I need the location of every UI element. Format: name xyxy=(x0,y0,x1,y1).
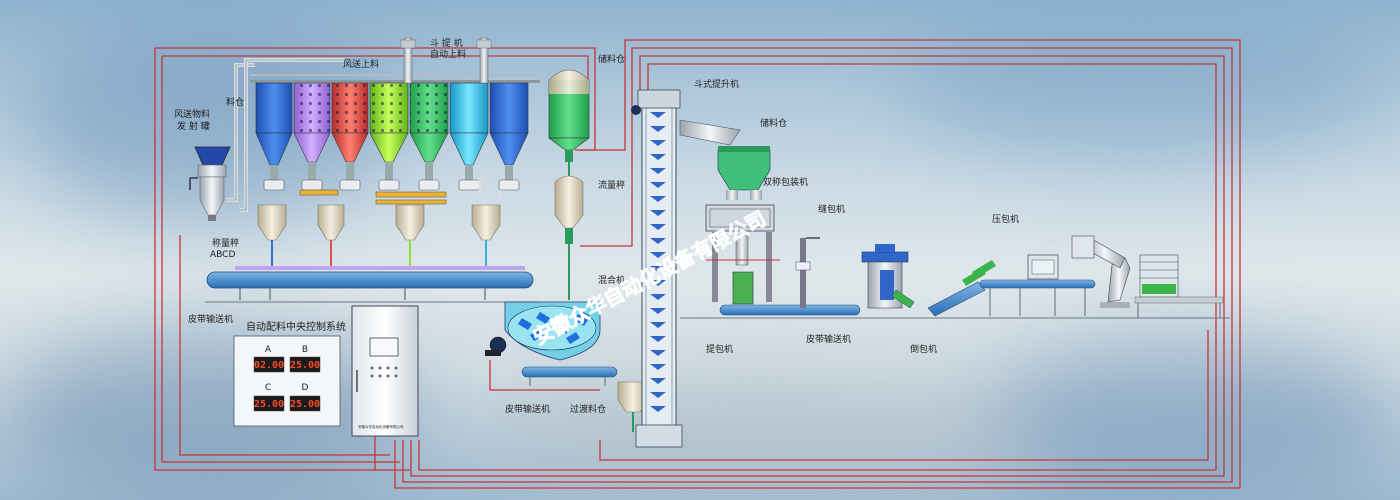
mini-elevators xyxy=(400,37,492,84)
flip-machine xyxy=(861,244,915,309)
discharge-lines xyxy=(271,240,487,268)
pallet-stack xyxy=(1134,254,1224,318)
bucket-elevator xyxy=(631,89,741,448)
scale-key-b: B xyxy=(302,345,308,355)
silo-red xyxy=(331,82,369,182)
elevator-bucket xyxy=(650,140,666,146)
elevator-bucket xyxy=(650,364,666,370)
elevator-bucket xyxy=(650,294,666,300)
elevator-bucket xyxy=(650,392,666,398)
screw-feeders xyxy=(299,189,447,205)
scale-key-c: C xyxy=(265,383,271,393)
elevator-bucket xyxy=(650,196,666,202)
scale-display-panel: A B C D 02.00 25.00 25.00 25.00 xyxy=(233,335,341,427)
elevator-bucket xyxy=(650,154,666,160)
label-bucket-elevator: 斗式提升机 xyxy=(694,78,739,90)
elevator-bucket xyxy=(650,280,666,286)
control-cabinet xyxy=(351,305,419,437)
silo-purple xyxy=(293,82,331,182)
label-pneumatic-tank: 风送物料发 射 罐 xyxy=(174,108,210,132)
belt-conveyor-1 xyxy=(205,266,540,303)
label-control-system: 自动配料中央控制系统 xyxy=(246,320,346,333)
label-press-machine: 压包机 xyxy=(992,213,1019,225)
scale-value-c: 25.00 xyxy=(254,399,284,410)
sewing-machine xyxy=(795,237,820,308)
elevator-bucket xyxy=(650,224,666,230)
bg-blob xyxy=(0,330,420,500)
label-bucket-elevator-auto: 斗 提 机自动上料 xyxy=(430,37,466,60)
mixer xyxy=(485,301,618,386)
elevator-bucket xyxy=(650,126,666,132)
elevator-bucket xyxy=(650,378,666,384)
elevator-bucket xyxy=(650,238,666,244)
silo-row xyxy=(250,37,540,268)
storage-bin-1 xyxy=(548,69,590,180)
label-belt-conveyor-1: 皮带输送机 xyxy=(188,313,233,325)
elevator-bucket xyxy=(650,252,666,258)
silo-blue-2 xyxy=(489,82,529,183)
elevator-bucket xyxy=(650,336,666,342)
feeders xyxy=(263,179,520,191)
control-wiring xyxy=(154,39,1241,489)
label-mixer: 混合机 xyxy=(598,274,625,286)
label-sewing-machine: 缝包机 xyxy=(818,203,845,215)
elevator-bucket xyxy=(650,322,666,328)
labels: 风送物料发 射 罐 料仓 风送上料 斗 提 机自动上料 储料仓 斗式提升机 储料… xyxy=(174,37,1019,429)
robot-arm xyxy=(1071,235,1131,308)
double-scale-packer xyxy=(705,146,780,305)
label-storage-bin-1: 储料仓 xyxy=(598,53,625,65)
scale-key-a: A xyxy=(265,345,272,355)
silo-green xyxy=(369,82,409,182)
elevator-bucket xyxy=(650,168,666,174)
elevator-bucket xyxy=(650,308,666,314)
scale-value-a: 02.00 xyxy=(254,360,284,371)
label-belt-conveyor-2: 皮带输送机 xyxy=(505,403,550,415)
label-belt-conveyor-3: 皮带输送机 xyxy=(806,333,851,345)
label-flip-machine: 倒包机 xyxy=(910,343,937,355)
elevator-bucket xyxy=(650,406,666,412)
silo-blue xyxy=(255,82,293,183)
press-line xyxy=(927,254,1096,317)
belt-conveyor-3 xyxy=(680,304,1230,319)
scale-value-b: 25.00 xyxy=(290,360,320,371)
bg-blob xyxy=(980,340,1400,500)
silo-cyan xyxy=(449,82,489,183)
label-double-scale-packer: 双称包装机 xyxy=(763,176,808,188)
elevator-bucket xyxy=(650,210,666,216)
elevator-bucket xyxy=(650,112,666,118)
elevator-bucket xyxy=(650,182,666,188)
bg-blob xyxy=(900,0,1380,160)
label-cabinet-plate: 安徽众华自动化设备有限公司 xyxy=(358,424,404,429)
pneumatic-launch-tank xyxy=(189,58,345,221)
scale-key-d: D xyxy=(302,383,309,393)
silo-green-2 xyxy=(409,82,449,182)
label-lift-machine: 提包机 xyxy=(706,343,733,355)
weigh-hoppers xyxy=(257,180,502,241)
label-flow-scale: 流量秤 xyxy=(598,179,625,191)
scale-value-d: 25.00 xyxy=(290,399,320,410)
label-pneumatic-feed: 风送上料 xyxy=(343,58,379,70)
flow-scale xyxy=(554,175,584,300)
elevator-bucket xyxy=(650,350,666,356)
bg-blob xyxy=(480,380,1040,500)
elevator-bucket xyxy=(650,266,666,272)
label-transition-bin: 过渡料仓 xyxy=(570,403,606,415)
label-bin: 料仓 xyxy=(226,96,244,108)
label-storage-bin-2: 储料仓 xyxy=(760,117,787,129)
